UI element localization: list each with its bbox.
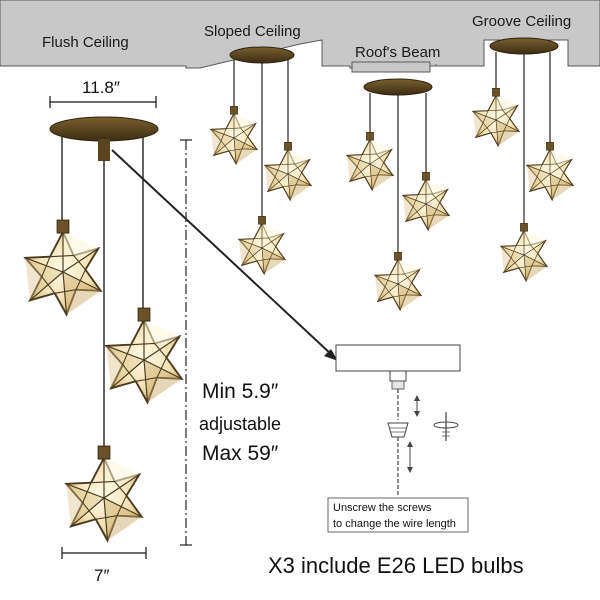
star-shade-groove-1 [472,87,520,147]
detail-pointer-arrow [111,149,338,361]
label-shade-width: 7″ [94,566,110,585]
sloped-fixture [210,46,312,275]
label-groove-ceiling: Groove Ceiling [472,13,572,30]
star-shade-groove-3 [500,222,548,282]
star-shade-sloped-1 [210,105,258,165]
bulb-info-footer: X3 include E26 LED bulbs [268,553,524,578]
instruction-line-2: to change the wire length [333,518,456,530]
star-shade-3 [65,445,143,542]
star-shade-beam-3 [374,251,422,311]
groove-canopy [489,37,559,55]
flush-fixture [24,116,183,542]
star-shade-beam-2 [402,171,450,231]
groove-fixture [472,37,574,282]
star-shade-sloped-2 [264,141,312,201]
beam-fixture [346,78,450,311]
label-sloped-ceiling: Sloped Ceiling [204,23,301,40]
height-dimension [180,139,192,546]
star-shade-2 [105,307,183,404]
screw-icon [433,412,459,441]
star-shade-sloped-3 [238,215,286,275]
instruction-line-1: Unscrew the screws [333,502,432,514]
label-roof-beam: Roof's Beam [355,44,441,61]
adjuster-detail [327,344,469,533]
label-flush-ceiling: Flush Ceiling [42,34,129,51]
roof-beam [351,61,431,73]
sloped-canopy [229,46,295,64]
canopy-width-dimension [49,96,157,108]
star-shade-beam-1 [346,131,394,191]
shade-width-dimension [61,547,147,559]
star-shade-groove-2 [526,141,574,201]
detail-canopy-plate [335,344,461,372]
label-min-height: Min 5.9″ [202,380,279,403]
label-max-height: Max 59″ [202,442,279,465]
label-adjustable: adjustable [199,414,282,434]
flush-canopy [49,116,159,142]
beam-canopy [363,78,433,96]
instruction-box [327,497,469,533]
label-canopy-width: 11.8″ [82,78,120,97]
star-shade-1 [24,219,102,316]
